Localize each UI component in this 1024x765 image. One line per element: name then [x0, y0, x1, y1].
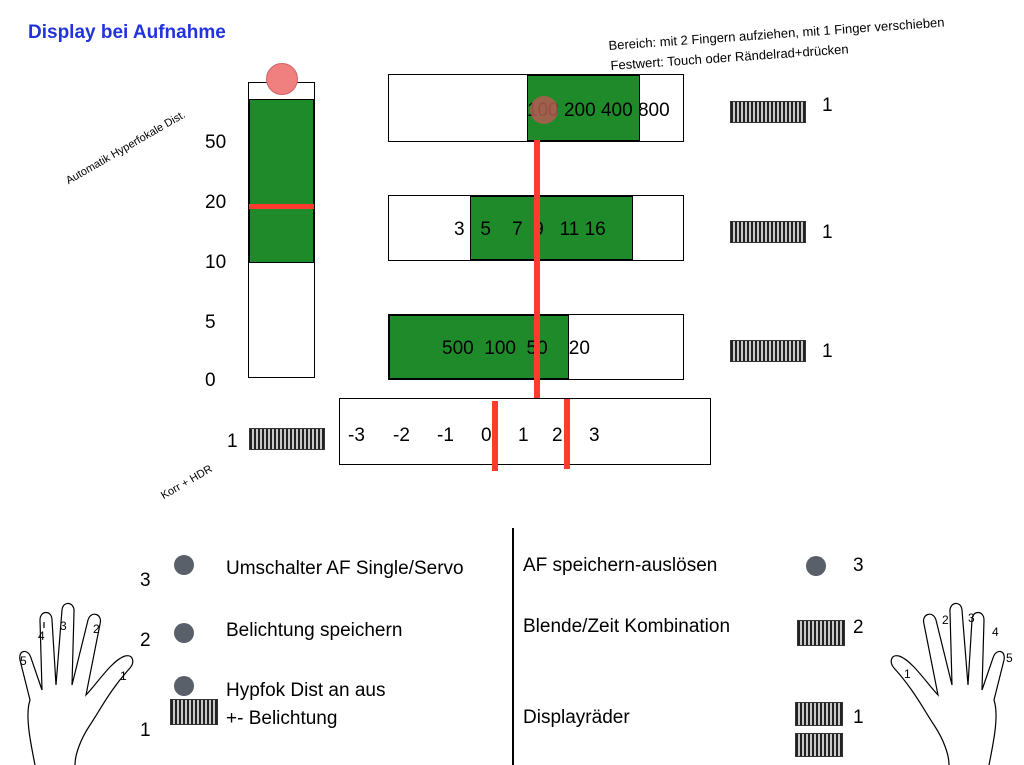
row-1-handle[interactable] [530, 96, 558, 124]
hyperfocal-handle[interactable] [266, 63, 298, 95]
aperture-shutter-wheel-icon[interactable] [797, 620, 845, 646]
legend-right-count-2: 2 [853, 617, 864, 638]
row-1-wheel[interactable] [730, 101, 806, 123]
korr-tick-2: 2 [552, 425, 563, 446]
af-switch-button-icon[interactable] [174, 555, 194, 575]
af-lock-button-icon[interactable] [806, 556, 826, 576]
hyperfocal-label: Automatik Hyperfokale Dist. [64, 108, 188, 187]
scale-tick-20: 20 [205, 192, 227, 213]
right-hand-finger-4: 4 [992, 625, 999, 639]
legend-right-text-2: Blende/Zeit Kombination [523, 616, 731, 637]
row-2-values: 3 5 7 9 11 16 [454, 219, 606, 240]
legend-right-text-3: AF speichern-auslösen [523, 555, 718, 576]
korr-wheel[interactable] [249, 428, 325, 450]
exposure-lock-button-icon[interactable] [174, 623, 194, 643]
scale-tick-0: 0 [205, 370, 216, 391]
korr-label: Korr + HDR [159, 463, 215, 502]
scale-tick-10: 10 [205, 252, 227, 273]
left-hand-finger-4: 4 [38, 629, 45, 643]
legend-left-text-2: Belichtung speichern [226, 620, 403, 641]
row-3-values: 500 100 50 20 [442, 338, 590, 359]
row-3-wheel[interactable] [730, 340, 806, 362]
legend-right-text-1: Displayräder [523, 707, 630, 728]
korr-marker-right[interactable] [564, 399, 570, 469]
korr-bar[interactable] [339, 398, 711, 465]
right-hand-finger-2: 2 [942, 613, 949, 627]
left-hand-icon: 4 3 2 5 1 [19, 602, 134, 765]
hyperfocal-toggle-button-icon[interactable] [174, 676, 194, 696]
right-hand-icon: 2 3 4 5 1 [890, 602, 1013, 765]
legend-divider [512, 528, 514, 765]
scale-tick-5: 5 [205, 312, 216, 333]
row-1-wheel-count: 1 [822, 95, 833, 116]
korr-tick-m3: -3 [348, 425, 365, 446]
left-hand-finger-1: 1 [120, 669, 127, 683]
korr-wheel-count: 1 [227, 431, 238, 452]
legend-left-count-1: 1 [140, 720, 151, 741]
legend-left-text-1b: +- Belichtung [226, 708, 338, 729]
legend-left-count-2: 2 [140, 630, 151, 651]
row-2-range[interactable] [470, 196, 633, 260]
left-hand-finger-3: 3 [60, 619, 67, 633]
left-hand-finger-2: 2 [93, 622, 100, 636]
right-hand-finger-1: 1 [904, 667, 911, 681]
legend-left-text-1: Hypfok Dist an aus [226, 680, 386, 701]
display-wheel-2-icon[interactable] [795, 733, 843, 757]
hyperfocal-scale[interactable] [248, 82, 315, 378]
exposure-comp-wheel-icon[interactable] [170, 699, 218, 725]
display-wheel-1-icon[interactable] [795, 702, 843, 726]
current-value-line [534, 140, 540, 463]
legend-left-count-3: 3 [140, 570, 151, 591]
legend-left-text-3: Umschalter AF Single/Servo [226, 558, 464, 579]
hyperfocal-range[interactable] [249, 99, 314, 263]
legend-right-count-1: 1 [853, 707, 864, 728]
row-1-bar[interactable] [388, 74, 684, 142]
right-hand-finger-5: 5 [1006, 651, 1013, 665]
korr-tick-m1: -1 [437, 425, 454, 446]
row-2-wheel[interactable] [730, 221, 806, 243]
scale-tick-50: 50 [205, 132, 227, 153]
korr-tick-0: 0 [481, 425, 492, 446]
right-hand-finger-3: 3 [968, 611, 975, 625]
korr-marker-left[interactable] [492, 401, 498, 471]
korr-tick-m2: -2 [393, 425, 410, 446]
row-3-wheel-count: 1 [822, 341, 833, 362]
legend-right-count-3: 3 [853, 555, 864, 576]
korr-tick-1: 1 [518, 425, 529, 446]
hyperfocal-marker[interactable] [249, 204, 314, 209]
row-1-values: 100 200 400 800 [527, 100, 670, 121]
row-2-wheel-count: 1 [822, 222, 833, 243]
korr-tick-3: 3 [589, 425, 600, 446]
page-title: Display bei Aufnahme [28, 22, 226, 43]
left-hand-finger-5: 5 [20, 654, 27, 668]
